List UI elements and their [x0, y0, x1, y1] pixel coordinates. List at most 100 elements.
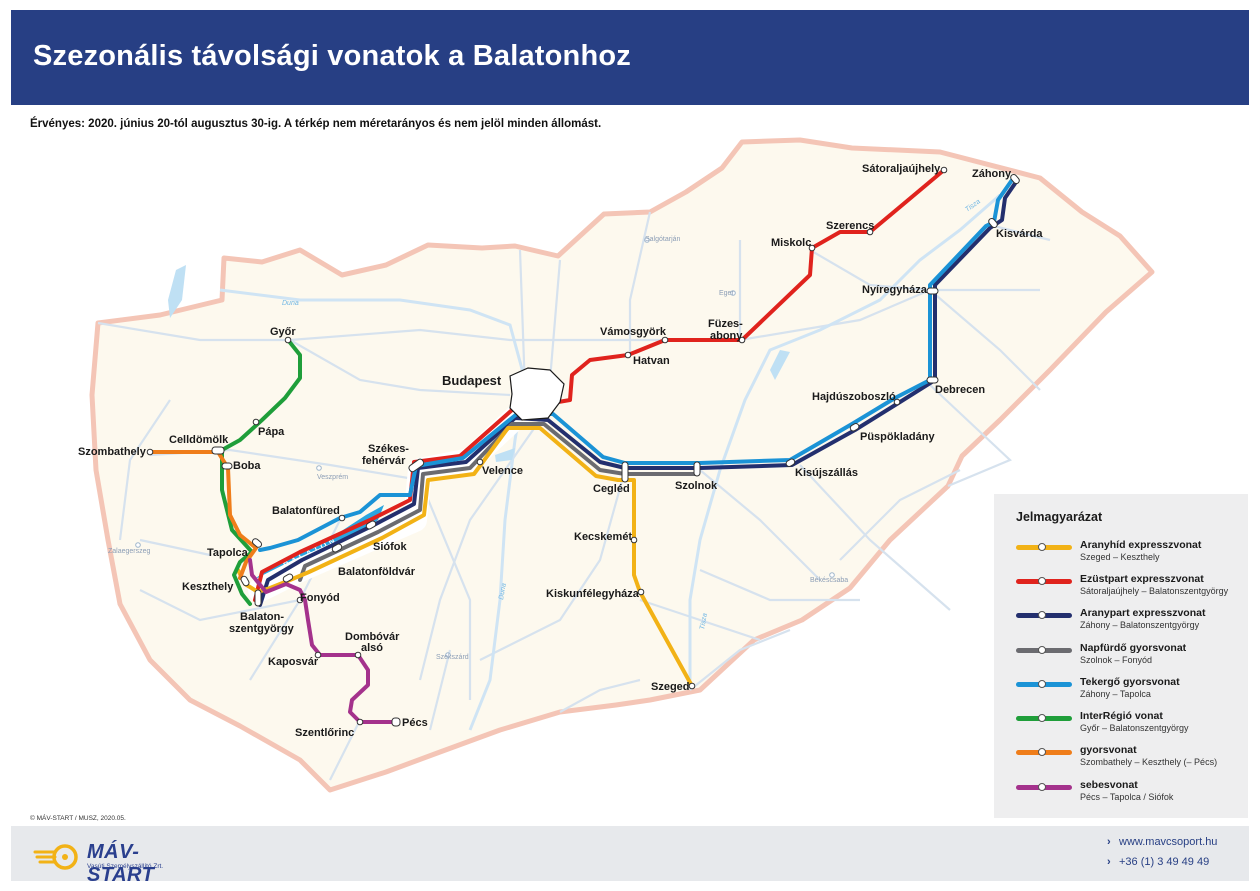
station-markers — [146, 166, 1020, 727]
label-siofok: Siófok — [373, 541, 407, 553]
legend-item-ezustpart: Ezüstpart expresszvonat Sátoraljaújhely … — [994, 573, 1248, 603]
legend-item-aranypart: Aranypart expresszvonat Záhony – Balaton… — [994, 607, 1248, 637]
town-eger: Eger — [719, 290, 734, 297]
label-budapest: Budapest — [442, 373, 502, 388]
route-tekergo — [258, 178, 1014, 552]
label-szombathely: Szombathely — [78, 446, 147, 458]
chevron-right-icon: › — [1107, 836, 1111, 848]
legend-name-aranypart: Aranypart expresszvonat — [1080, 607, 1206, 619]
copyright-note: © MÁV-START / MUSZ, 2020.05. — [30, 815, 126, 822]
legend-swatch-ezustpart — [1016, 577, 1072, 585]
route-napfurdo — [298, 422, 699, 582]
label-szerencs: Szerencs — [826, 220, 874, 232]
legend-item-sebesvonat: sebesvonat Pécs – Tapolca / Siófok — [994, 779, 1248, 809]
legend-name-napfurdo: Napfürdő gyorsvonat — [1080, 642, 1187, 654]
legend-route-napfurdo: Szolnok – Fonyód — [1080, 655, 1153, 665]
website-text: www.mavcsoport.hu — [1119, 836, 1218, 848]
label-nyiregyhaza: Nyíregyháza — [862, 284, 928, 296]
label-szeged: Szeged — [651, 681, 690, 693]
footer: MÁV-START Vasúti Személyszállító Zrt. › w… — [11, 826, 1249, 886]
legend-name-interregio: InterRégió vonat — [1080, 710, 1163, 722]
label-tapolca: Tapolca — [207, 547, 249, 559]
legend-swatch-sebesvonat — [1016, 783, 1072, 791]
legend-name-aranyhid: Aranyhíd expresszvonat — [1080, 539, 1202, 551]
label-fonyod: Fonyód — [300, 592, 340, 604]
legend-name-gyorsvonat: gyorsvonat — [1080, 744, 1137, 756]
legend-swatch-gyorsvonat — [1016, 748, 1072, 756]
legend-route-aranyhid: Szeged – Keszthely — [1080, 552, 1160, 562]
route-aranyhid — [236, 426, 694, 688]
route-sebesvonat — [248, 558, 398, 724]
legend-route-ezustpart: Sátoraljaújhely – Balatonszentgyörgy — [1080, 586, 1229, 596]
label-cegled: Cegléd — [593, 483, 630, 495]
label-dombovar-1: Dombóvár — [345, 631, 400, 643]
legend-swatch-napfurdo — [1016, 646, 1072, 654]
legend-route-interregio: Győr – Balatonszentgyörgy — [1080, 723, 1189, 733]
label-vamosgyork: Vámosgyörk — [600, 326, 667, 338]
mav-start-logo[interactable]: MÁV-START Vasúti Személyszállító Zrt. — [33, 838, 173, 886]
label-balatonfured: Balatonfüred — [272, 505, 340, 517]
legend-route-sebesvonat: Pécs – Tapolca / Siófok — [1080, 792, 1174, 802]
validity-note: Érvényes: 2020. június 20-tól augusztus … — [30, 118, 602, 130]
legend-name-sebesvonat: sebesvonat — [1080, 779, 1138, 791]
legend-swatch-aranypart — [1016, 611, 1072, 619]
legend-swatch-aranyhid — [1016, 543, 1072, 551]
label-hajduszoboszlo: Hajdúszoboszló — [812, 391, 896, 403]
legend-item-gyorsvonat: gyorsvonat Szombathely – Keszthely (– Pé… — [994, 744, 1248, 774]
label-dombovar-2: alsó — [361, 642, 383, 654]
label-keszthely: Keszthely — [182, 581, 234, 593]
logo-text: MÁV-START — [87, 841, 155, 886]
legend-item-napfurdo: Napfürdő gyorsvonat Szolnok – Fonyód — [994, 642, 1248, 672]
legend-route-aranypart: Záhony – Balatonszentgyörgy — [1080, 620, 1200, 630]
website-link[interactable]: › www.mavcsoport.hu — [1107, 836, 1217, 848]
label-boba: Boba — [233, 460, 261, 472]
label-satoraljaujhely: Sátoraljaújhely — [862, 163, 941, 175]
legend-swatch-interregio — [1016, 714, 1072, 722]
route-interregio — [220, 338, 302, 606]
label-kisvarda: Kisvárda — [996, 228, 1043, 240]
lake-tisza — [770, 350, 790, 380]
label-celldomolk: Celldömölk — [169, 434, 229, 446]
label-fuzesabony-1: Füzes- — [708, 318, 743, 330]
label-debrecen: Debrecen — [935, 384, 985, 396]
river-label-duna-north: Duna — [282, 300, 299, 307]
label-kaposvar: Kaposvár — [268, 656, 319, 668]
phone-link[interactable]: ›+36 (1) 3 49 49 49 — [1107, 856, 1209, 868]
label-szekesfehervar-2: fehérvár — [362, 455, 406, 467]
lake-fertő — [168, 265, 186, 318]
legend-item-aranyhid: Aranyhíd expresszvonat Szeged – Keszthel… — [994, 539, 1248, 569]
label-gyor: Győr — [270, 326, 296, 338]
winged-wheel-icon — [33, 844, 78, 870]
river-label-tisza-south: Tisza — [699, 613, 709, 631]
river-label-duna-south: Duna — [498, 583, 508, 601]
budapest-hub — [509, 367, 565, 421]
label-zahony: Záhony — [972, 168, 1012, 180]
town-szekszard: Szekszárd — [436, 654, 469, 661]
label-pecs: Pécs — [402, 717, 428, 729]
label-kecskemet: Kecskemét — [574, 531, 632, 543]
header-banner: Szezonális távolsági vonatok a Balatonho… — [11, 10, 1249, 105]
legend-name-ezustpart: Ezüstpart expresszvonat — [1080, 573, 1204, 585]
label-szentlorinc: Szentlőrinc — [295, 727, 354, 739]
chevron-right-icon: › — [1107, 856, 1111, 868]
label-szolnok: Szolnok — [675, 480, 718, 492]
routes — [148, 168, 1018, 724]
label-hatvan: Hatvan — [633, 355, 670, 367]
small-towns — [135, 237, 835, 658]
label-velence: Velence — [482, 465, 523, 477]
legend: Jelmagyarázat Aranyhíd expresszvonat Sze… — [994, 494, 1248, 818]
page-title: Szezonális távolsági vonatok a Balatonho… — [33, 40, 631, 72]
label-puspokladany: Püspökladány — [860, 431, 935, 443]
label-balatonszentgyorgy-2: szentgyörgy — [229, 623, 295, 635]
town-bekescsaba: Békéscsaba — [810, 577, 848, 584]
logo-subtitle: Vasúti Személyszállító Zrt. — [87, 863, 164, 870]
legend-name-tekergo: Tekergő gyorsvonat — [1080, 676, 1180, 688]
lake-velence-area — [495, 448, 515, 462]
town-veszprem: Veszprém — [317, 474, 348, 481]
label-balatonfoldvar: Balatonföldvár — [338, 566, 416, 578]
legend-route-gyorsvonat: Szombathely – Keszthely (– Pécs) — [1080, 757, 1218, 767]
legend-route-tekergo: Záhony – Tapolca — [1080, 689, 1151, 699]
town-salgotarjan: Salgótarján — [645, 236, 681, 243]
label-balatonszentgyorgy-1: Balaton- — [240, 611, 284, 623]
